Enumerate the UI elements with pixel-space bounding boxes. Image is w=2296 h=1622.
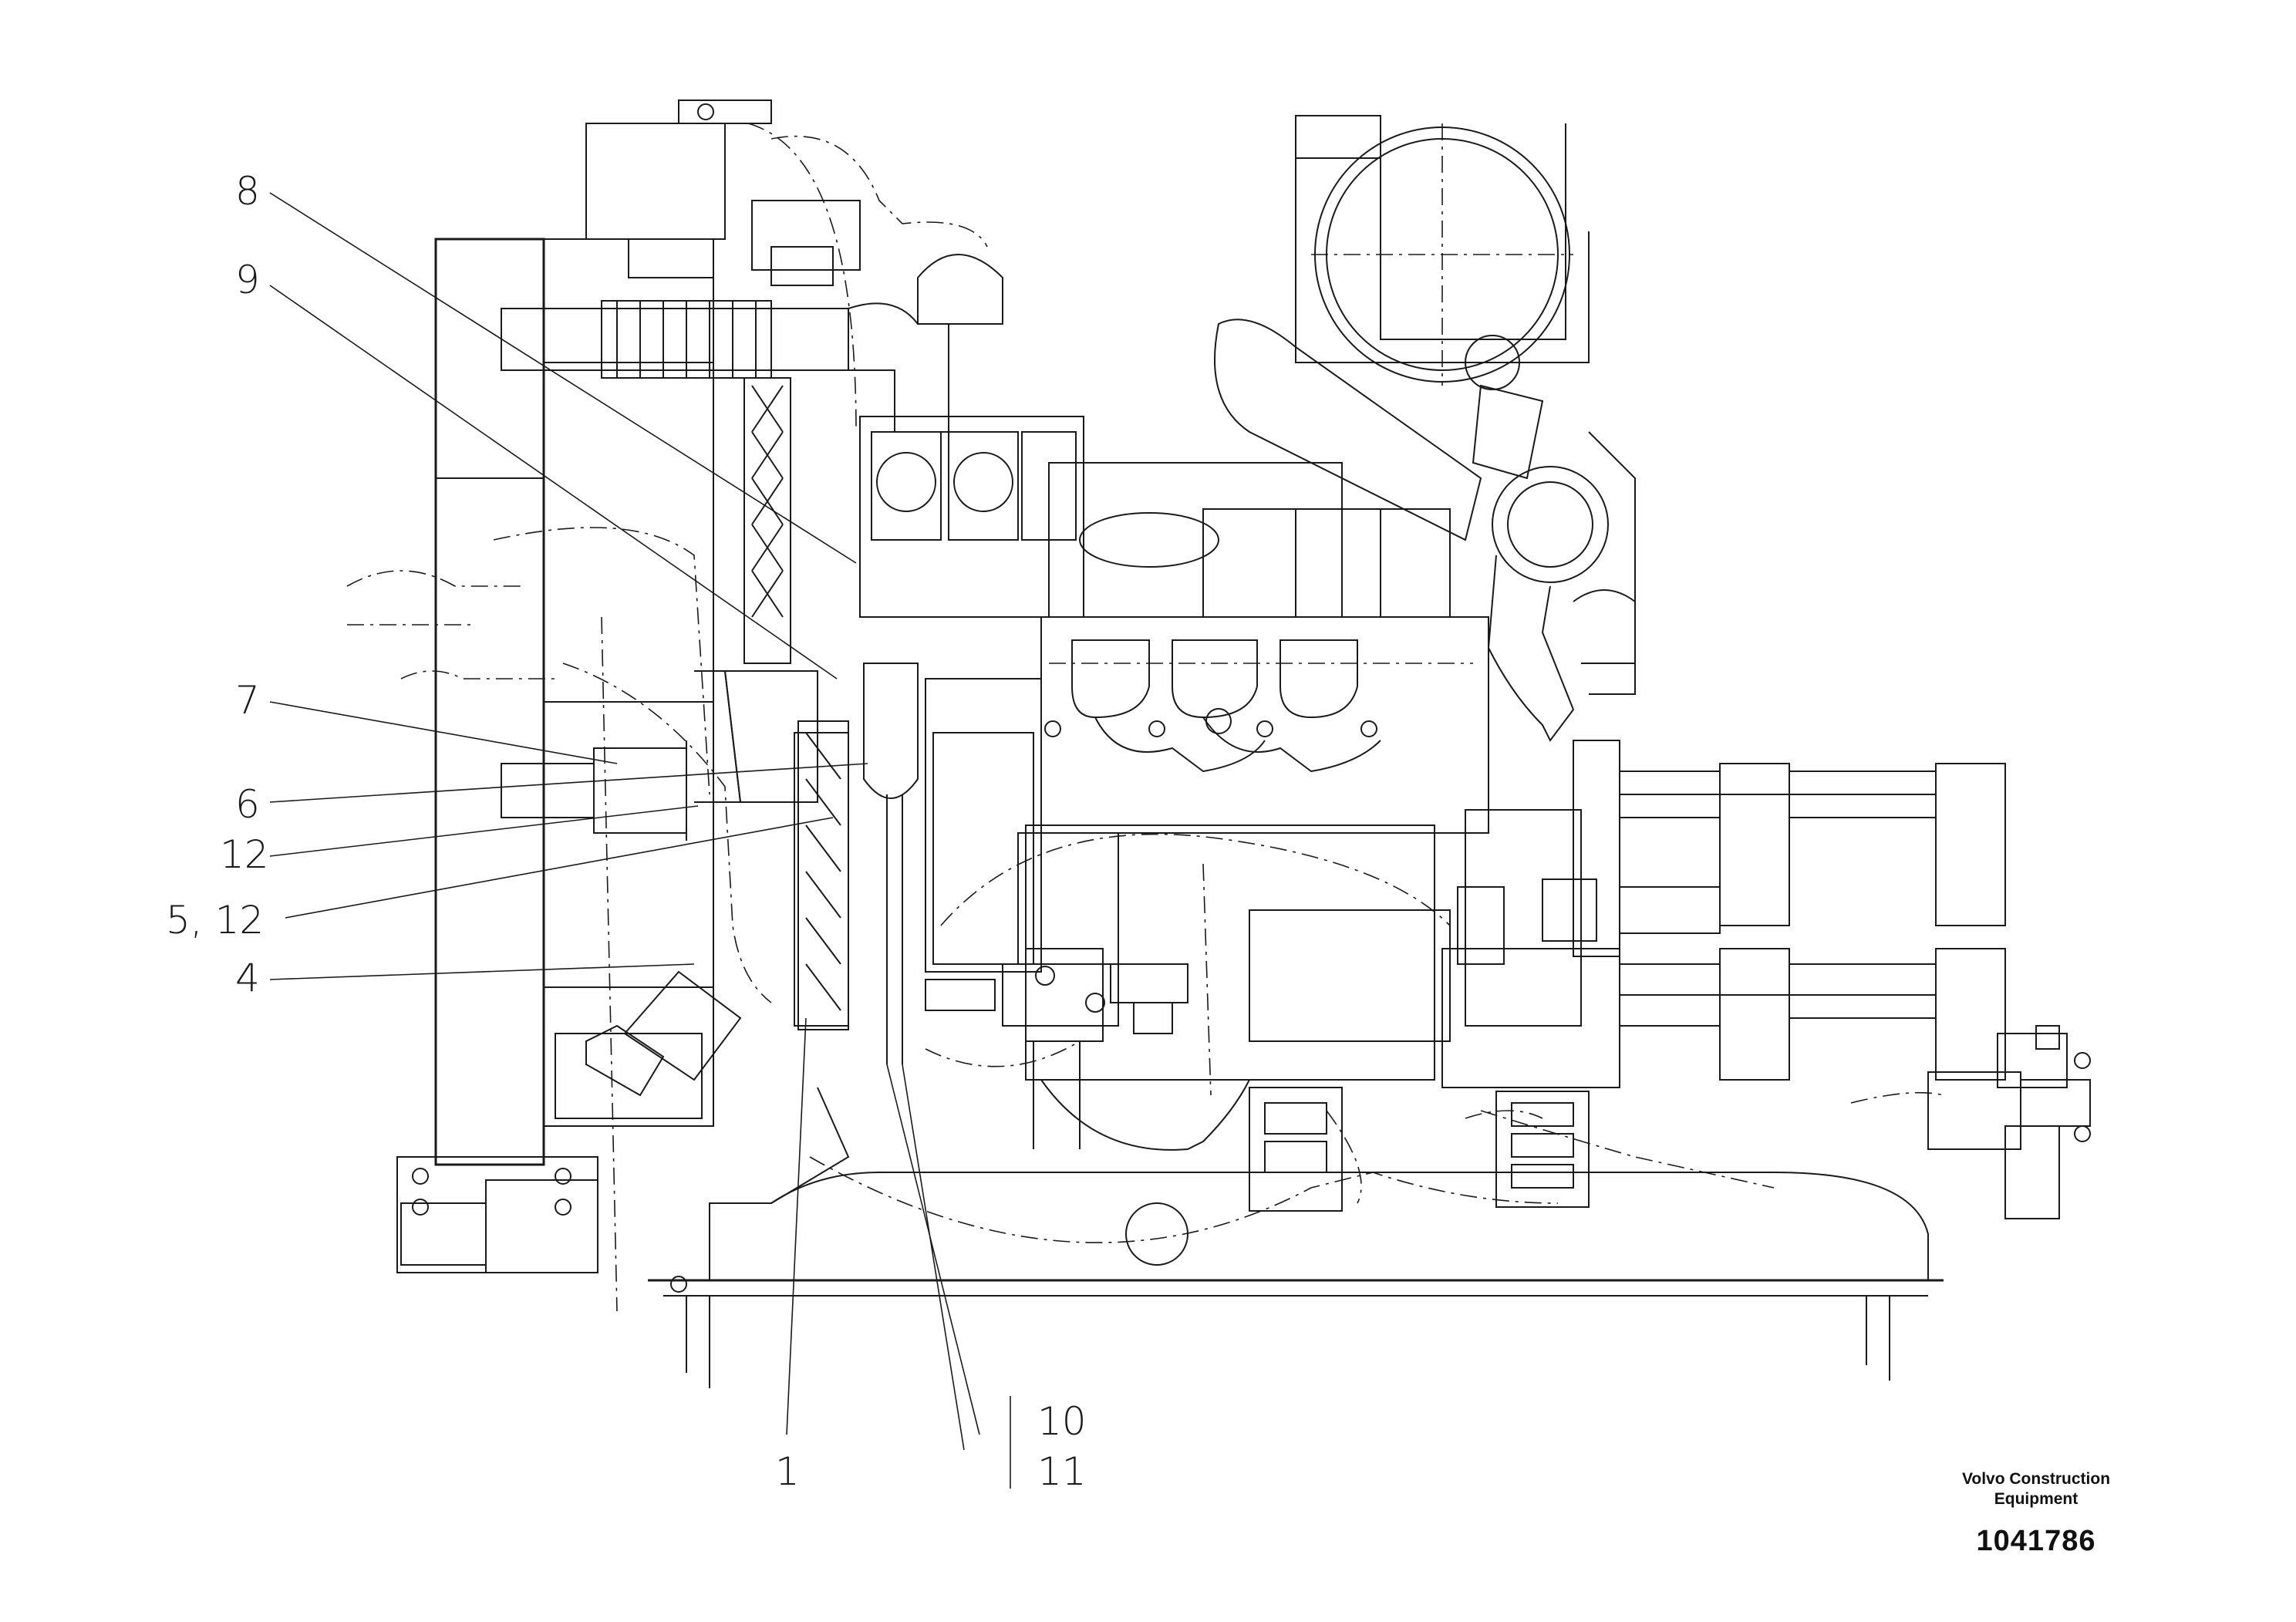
callout-7: 7 [235,678,260,723]
brand-line-1: Volvo Construction [1961,1470,2111,1488]
expansion-tank [678,99,861,286]
callout-1: 1 [775,1449,800,1494]
upper-coolant-pipe [501,254,1003,433]
air-filter [1295,115,1590,386]
valve-blocks [1249,1025,2091,1219]
turbo-elbow [1214,319,1636,742]
part-number: 1041786 [1976,1525,2096,1557]
callout-4: 4 [235,956,260,1000]
hydraulic-pumps [1441,740,2006,1088]
callout-10: 10 [1037,1399,1087,1444]
radiator-core [743,377,849,1030]
callout-11: 11 [1037,1449,1087,1494]
radiator-block [434,123,726,1166]
central-manifold [694,663,919,1064]
lower-coolant-pipe [501,740,742,1097]
brand-line-2: Equipment [1994,1490,2079,1508]
middle-fittings [925,832,1188,1149]
crankcase [709,678,1944,1281]
callout-9: 9 [235,258,260,302]
envelope-lines [346,123,1944,1312]
leader-lines [269,192,1011,1489]
callout-12: 12 [220,832,269,877]
engine-block [859,416,1489,834]
base-frame [396,1156,1944,1388]
callout-6: 6 [235,782,260,827]
callout-5-12: 5, 12 [166,898,264,943]
callout-8: 8 [235,169,260,214]
callout-labels: 8 9 7 6 12 5, 12 4 1 10 11 [166,169,1087,1494]
brand-block: Volvo Construction Equipment 1041786 [1905,1469,2167,1558]
